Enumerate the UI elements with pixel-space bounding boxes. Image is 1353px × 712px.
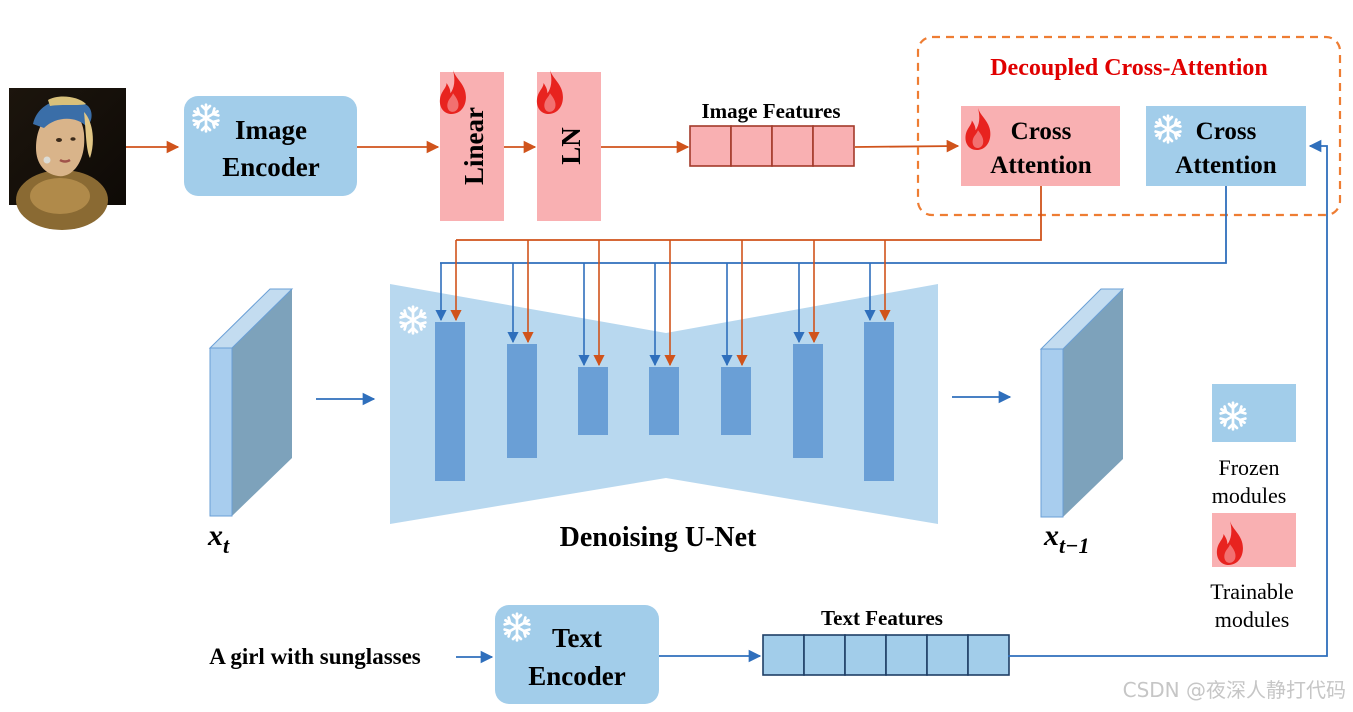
- frozen-ca-line2: Attention: [1175, 152, 1276, 179]
- frozen-cross-attention: Cross Attention: [1146, 106, 1306, 186]
- ln-label: LN: [556, 127, 586, 165]
- unet-block: [793, 344, 823, 458]
- legend-trainable-line2: modules: [1215, 607, 1290, 632]
- legend-frozen-line2: modules: [1212, 483, 1287, 508]
- legend: Frozen modules Trainable modules: [1210, 384, 1296, 632]
- input-image: [9, 88, 126, 230]
- unet-label: Denoising U-Net: [560, 522, 757, 553]
- unet-block: [649, 367, 679, 435]
- text-encoder-line2: Encoder: [528, 661, 626, 691]
- ln-block: LN: [536, 70, 601, 221]
- image-feature-token: [771, 125, 814, 167]
- text-feature-token: [762, 634, 805, 676]
- xt-sub: t: [223, 533, 230, 558]
- unet-block: [721, 367, 751, 435]
- text-features-label: Text Features: [821, 606, 943, 630]
- linear-label: Linear: [459, 107, 489, 185]
- text-encoder-block: Text Encoder: [495, 605, 659, 704]
- image-features: Image Features: [689, 99, 855, 167]
- text-feature-token: [885, 634, 928, 676]
- image-feature-token: [689, 125, 732, 167]
- injection-lines: [435, 186, 1227, 367]
- frozen-ca-line1: Cross: [1196, 118, 1257, 145]
- text-feature-token: [803, 634, 846, 676]
- text-feature-token: [967, 634, 1010, 676]
- linear-block: Linear: [439, 70, 504, 221]
- decoupled-title: Decoupled Cross-Attention: [990, 55, 1268, 81]
- trainable-ca-bus: [456, 186, 1042, 241]
- trainable-ca-line2: Attention: [990, 152, 1091, 179]
- unet-block: [435, 322, 465, 481]
- text-feature-token: [926, 634, 969, 676]
- text-prompt: A girl with sunglasses: [209, 644, 421, 669]
- text-features: Text Features: [762, 606, 1010, 676]
- arrow-features-to-cross-attention: [854, 139, 960, 153]
- legend-frozen-line1: Frozen: [1218, 455, 1279, 480]
- latent-xt-minus-1: xt−1: [1039, 288, 1125, 558]
- image-encoder-line2: Encoder: [222, 152, 320, 182]
- xt1-base: x: [1043, 519, 1059, 552]
- denoising-unet: Denoising U-Net: [390, 284, 938, 553]
- text-feature-token: [844, 634, 887, 676]
- image-feature-token: [730, 125, 773, 167]
- unet-block: [578, 367, 608, 435]
- decoupled-cross-attention-group: Decoupled Cross-Attention Cross Attentio…: [916, 35, 1342, 217]
- watermark: CSDN @夜深人静打代码: [1123, 678, 1346, 702]
- image-features-label: Image Features: [702, 99, 841, 123]
- svg-text:xt−1: xt−1: [1043, 519, 1089, 558]
- trainable-cross-attention: Cross Attention: [961, 106, 1120, 186]
- xt1-sub: t−1: [1059, 533, 1089, 558]
- legend-trainable-line1: Trainable: [1210, 579, 1294, 604]
- unet-block: [507, 344, 537, 458]
- unet-block: [864, 322, 894, 481]
- trainable-ca-line1: Cross: [1011, 118, 1072, 145]
- frozen-ca-bus: [440, 186, 1227, 264]
- arrow-text-features-to-frozen-ca: [1008, 139, 1328, 657]
- image-encoder-block: Image Encoder: [184, 96, 357, 196]
- latent-xt: xt: [207, 288, 294, 558]
- image-encoder-line1: Image: [235, 115, 307, 145]
- image-feature-token: [812, 125, 855, 167]
- xt-base: x: [207, 519, 223, 552]
- svg-text:xt: xt: [207, 519, 230, 558]
- text-encoder-line1: Text: [552, 623, 602, 653]
